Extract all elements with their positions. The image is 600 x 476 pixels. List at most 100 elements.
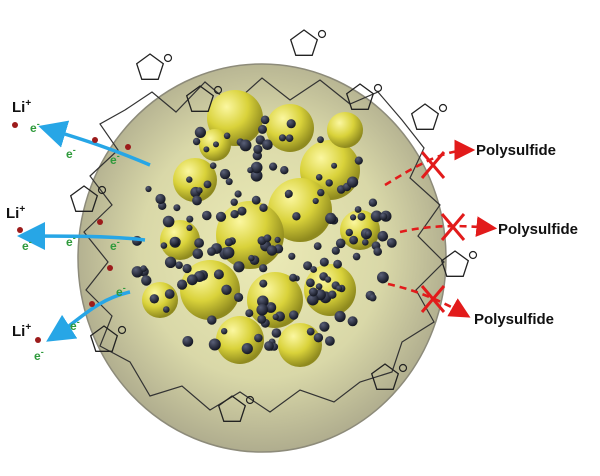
carbon-particle bbox=[258, 124, 267, 134]
carbon-particle bbox=[256, 304, 269, 316]
carbon-particle bbox=[325, 179, 333, 187]
carbon-particle bbox=[207, 247, 216, 256]
carbon-particle bbox=[192, 137, 201, 146]
carbon-particle bbox=[354, 156, 363, 165]
carbon-particle bbox=[289, 310, 299, 320]
carbon-particle bbox=[377, 271, 389, 284]
sulfur-sphere bbox=[327, 112, 363, 148]
carbon-particle bbox=[213, 269, 224, 280]
carbon-particle bbox=[186, 215, 194, 223]
pvp-ring-icon bbox=[370, 363, 408, 390]
carbon-particle bbox=[292, 212, 301, 221]
carbon-particle bbox=[233, 261, 245, 273]
pvp-ring-icon bbox=[217, 395, 255, 422]
pvp-ring-icon bbox=[345, 83, 383, 110]
carbon-particle bbox=[234, 190, 242, 198]
carbon-particle bbox=[225, 178, 233, 186]
carbon-particle bbox=[186, 176, 193, 183]
carbon-particle bbox=[203, 146, 210, 153]
carbon-particle bbox=[308, 287, 318, 297]
carbon-particle bbox=[259, 203, 268, 212]
carbon-particle bbox=[317, 188, 325, 197]
carbon-particle bbox=[241, 343, 253, 355]
pvp-ring-icon bbox=[440, 250, 478, 277]
carbon-particle bbox=[182, 263, 192, 274]
sulfur-sphere bbox=[142, 282, 178, 318]
carbon-particle bbox=[368, 198, 378, 207]
carbon-particle bbox=[194, 126, 206, 138]
carbon-particle bbox=[192, 248, 204, 259]
li-ion-dots bbox=[12, 122, 131, 343]
pvp-backbone bbox=[83, 77, 445, 413]
carbon-particle bbox=[263, 234, 272, 243]
carbon-particle bbox=[312, 197, 319, 205]
li-ion-label-top: Li+ bbox=[12, 98, 31, 116]
electron-label: e- bbox=[116, 283, 126, 299]
carbon-particle bbox=[203, 180, 212, 189]
carbon-particle bbox=[310, 266, 317, 273]
carbon-particle bbox=[319, 257, 329, 267]
polysulfide-blocking bbox=[384, 139, 498, 318]
carbon-particle bbox=[349, 235, 358, 245]
electron-label: e- bbox=[70, 317, 80, 333]
carbon-particle bbox=[209, 162, 217, 169]
carbon-particle bbox=[264, 341, 274, 351]
carbon-particle bbox=[307, 293, 319, 306]
li-ion-arrow bbox=[17, 222, 146, 251]
carbon-particle bbox=[224, 238, 233, 247]
li-ion-arrow bbox=[46, 290, 131, 342]
blocked-cross-icon bbox=[440, 213, 466, 241]
carbon-particle bbox=[160, 242, 168, 249]
li-ion-dot bbox=[12, 122, 18, 128]
li-ion-arrow bbox=[38, 120, 151, 167]
carbon-particle bbox=[247, 167, 254, 174]
carbon-particle bbox=[155, 193, 166, 205]
carbon-particle bbox=[345, 228, 353, 237]
carbon-particle bbox=[370, 210, 383, 223]
carbon-particle bbox=[331, 162, 338, 169]
carbon-particle bbox=[213, 141, 219, 148]
li-ion-label-bottom: Li+ bbox=[12, 322, 31, 340]
li-ion-dot bbox=[125, 144, 131, 150]
polysulfide-label-bottom: Polysulfide bbox=[474, 311, 554, 328]
li-ion-label-middle: Li+ bbox=[6, 204, 25, 222]
carbon-particle bbox=[357, 212, 366, 221]
polysulfide-label-middle: Polysulfide bbox=[498, 221, 578, 238]
carbon-particle bbox=[306, 278, 315, 288]
sulfur-sphere bbox=[278, 323, 322, 367]
carbon-particle bbox=[250, 169, 263, 182]
carbon-particle bbox=[208, 338, 221, 351]
carbon-particle bbox=[266, 245, 278, 256]
carbon-particle bbox=[164, 289, 175, 299]
carbon-particle bbox=[315, 174, 323, 181]
carbon-particle bbox=[162, 215, 175, 228]
carbon-particle bbox=[274, 236, 281, 243]
li-ion-dot bbox=[17, 227, 23, 233]
carbon-particle bbox=[194, 238, 205, 248]
carbon-particle bbox=[223, 132, 231, 140]
carbon-particle bbox=[325, 336, 335, 346]
carbon-particle bbox=[131, 266, 143, 278]
carbon-particle bbox=[313, 242, 322, 251]
carbon-particle bbox=[272, 313, 279, 321]
carbon-particle bbox=[219, 168, 231, 180]
carbon-particle bbox=[186, 274, 198, 286]
carbon-particle bbox=[145, 185, 152, 193]
carbon-particle bbox=[254, 333, 263, 343]
carbon-particle bbox=[257, 295, 269, 308]
carbon-particle bbox=[336, 285, 343, 292]
carbon-particle bbox=[257, 314, 267, 324]
carbon-particle bbox=[271, 328, 282, 338]
li-ion-dot bbox=[97, 219, 103, 225]
carbon-particle bbox=[163, 306, 170, 313]
carbon-particle bbox=[286, 119, 296, 129]
sulfur-sphere bbox=[268, 178, 332, 242]
carbon-particle bbox=[259, 279, 268, 288]
carbon-particle bbox=[202, 210, 212, 221]
carbon-particle bbox=[303, 261, 313, 271]
carbon-particle bbox=[141, 275, 152, 286]
carbon-particle bbox=[289, 273, 298, 282]
carbon-particle bbox=[331, 246, 340, 255]
carbon-particle bbox=[315, 283, 323, 290]
